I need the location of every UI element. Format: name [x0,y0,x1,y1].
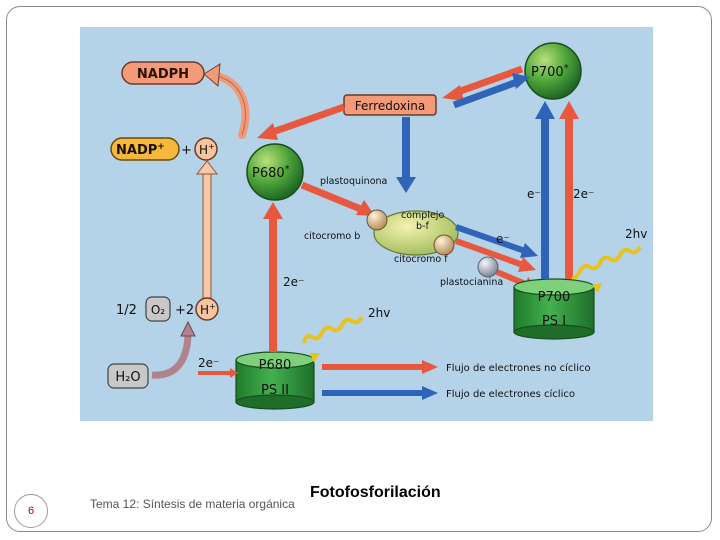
plastocianina-node [477,256,499,278]
h-plus-top [194,137,218,161]
citocromo-f-label: citocromo f [394,254,448,265]
nadp-box [110,137,180,161]
plastoquinona-label: plastoquinona [320,176,387,187]
h-plus-top-label: H+ [199,142,215,157]
h-plus-bottom-label: H+ [200,302,216,317]
ps2-label: PS II [261,383,289,398]
legend-noncyclic-label: Flujo de electrones no cíclico [446,362,591,374]
plastocianina-label: plastocianina [440,277,503,288]
complejo-label-2: b-f [416,221,429,232]
half-label: 1/2 [116,303,137,318]
ferredoxina-to-p700-cyclic-arrow [512,73,530,89]
slide-frame [6,6,712,532]
two-hv-label-ps1: 2hv [625,227,647,241]
citocromo-f-node [433,234,455,256]
legend-noncyclic-arrow [422,360,438,374]
ps1-to-p700-cyclic-arrow [535,101,555,119]
two-e-minus-label-ps2: 2e⁻ [283,275,304,289]
h-plus-bottom [195,297,219,321]
two-e-minus-label-water: 2e⁻ [198,356,219,370]
ps1-to-p700-arrow [559,101,579,119]
two-e-minus-label-ps1: 2e⁻ [573,187,594,201]
ferredoxina-to-nadp-arrow [257,123,278,140]
ferredoxina-box [343,94,437,116]
p700-label: P700 [538,290,571,305]
legend-cyclic-arrow [422,386,438,400]
ps2-photosystem [235,351,315,410]
photophosphorylation-diagram: NADPH NADP+ + H+ P700* Ferredoxina P680*… [80,27,653,421]
o2-box [145,296,171,322]
p700-star-label: P700* [531,63,569,80]
footer-text: Tema 12: Síntesis de materia orgánica [90,497,295,511]
nadph-label: NADPH [137,67,189,82]
p700-to-ferredoxina-arrow [442,85,464,101]
light-wave-ps1 [571,246,642,280]
ferredoxina-to-plastoquinona-arrow [396,177,416,193]
nadp-to-nadph-arrowhead [203,63,221,88]
slide-title: Fotofosforilación [310,484,441,501]
two-hv-label-ps2: 2hv [368,306,390,320]
plus2-label: +2 [175,303,194,318]
p700-star-node [524,42,582,100]
nadph-box [121,61,205,85]
complex-to-plastocianina-cyclic-arrow [520,243,538,258]
h2o-box [107,363,149,389]
nadp-label: NADP+ [116,142,165,158]
ferredoxina-label: Ferredoxina [355,99,425,113]
o2-label: O₂ [151,303,165,317]
slide-number: 6 [14,494,48,528]
light-wave-ps2 [302,316,364,344]
h2o-to-o2-arrow [151,331,192,379]
citocromo-b-label: citocromo b [304,231,360,242]
e-minus-label-2: e⁻ [496,232,510,246]
ps2-to-p680-arrow [263,202,283,219]
water-up-arrow [202,173,212,299]
legend-cyclic-label: Flujo de electrones cíclico [446,388,575,400]
plus-sign: + [181,143,192,158]
p680-label: P680 [259,358,292,373]
p680-star-label: P680* [252,164,290,181]
p680-star-node [246,143,304,201]
ps1-photosystem [513,278,595,340]
h2o-label: H₂O [115,370,140,385]
plastoquinona-node [366,209,388,231]
complejo-label: complejo [401,210,444,221]
ps1-label: PS I [542,314,566,329]
e-minus-label-1: e⁻ [527,187,541,201]
